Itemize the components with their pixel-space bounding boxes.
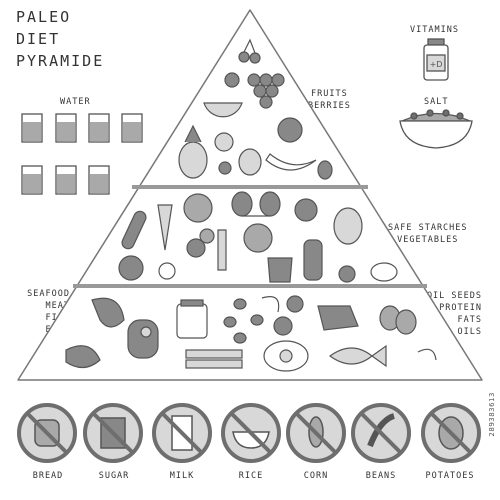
tier-label-vegetables: SAFE STARCHES VEGETABLES — [388, 222, 468, 246]
title-line-3: PYRAMIDE — [16, 52, 105, 70]
nuts-icon — [223, 298, 264, 344]
fruits-berries-icons — [178, 38, 333, 180]
forbidden-label-bread: BREAD — [32, 471, 64, 481]
stock-id: 289383613 — [488, 392, 496, 437]
banana-icon — [265, 153, 317, 171]
protein-icons — [65, 295, 437, 372]
strawberry-icon — [224, 72, 240, 88]
vitamins-bottle-icon: +D — [423, 38, 449, 81]
raspberry-icon — [218, 161, 232, 175]
water-glasses-icon — [21, 113, 143, 195]
corn-forbidden-icon — [286, 403, 346, 463]
grapes-icon — [247, 73, 285, 109]
tier-label-line: SEAFOOD — [27, 289, 70, 299]
cabbage-icon — [183, 193, 213, 223]
watermelon-icon — [203, 102, 243, 118]
apple-icon — [214, 132, 234, 152]
lettuce-icon — [333, 207, 363, 245]
cherries-icon — [238, 51, 250, 63]
strawberry-icon — [317, 160, 333, 180]
onion-icon — [294, 198, 318, 222]
jar-icon — [176, 303, 208, 339]
potatoes-forbidden-icon — [421, 403, 481, 463]
tier-label-line: OIL SEEDS — [426, 291, 482, 301]
beans-forbidden-icon — [351, 403, 411, 463]
bread-forbidden-icon — [17, 403, 77, 463]
water-label: WATER — [60, 97, 91, 107]
garlic-icon — [158, 262, 176, 280]
pineapple-icon — [178, 141, 208, 179]
radish-icon — [186, 238, 206, 258]
forbidden-label-beans: BEANS — [365, 471, 397, 481]
walnut-icon — [286, 295, 304, 313]
broccoli-icon — [243, 223, 273, 253]
tier-label-proteins: OIL SEEDS PROTEIN FATS OILS — [427, 290, 482, 338]
tier-label-line: OILS — [457, 327, 482, 337]
zucchini-icon — [121, 210, 147, 250]
ham-icon — [65, 345, 101, 369]
sugar-forbidden-icon — [83, 403, 143, 463]
prawn-icon — [417, 348, 437, 361]
vitamins-label: VITAMINS — [410, 25, 459, 35]
mushroom-icon — [199, 228, 215, 244]
leek-icon — [217, 229, 227, 271]
forbidden-label-milk: MILK — [169, 471, 195, 481]
title-line-2: DIET — [16, 30, 61, 48]
bell-pepper-icon — [267, 257, 293, 283]
blackberry-icon — [273, 316, 293, 336]
forbidden-label-rice: RICE — [238, 471, 264, 481]
tier-label-line: FATS — [457, 315, 482, 325]
svg-text:+D: +D — [430, 60, 443, 69]
chicken-leg-icon — [91, 297, 125, 328]
forbidden-foods-row — [17, 403, 481, 463]
squash-icon — [303, 239, 323, 281]
eggplant-icon — [231, 191, 253, 217]
peach-icon — [277, 117, 303, 143]
salt-bowl-icon — [399, 109, 473, 149]
forbidden-label-sugar: SUGAR — [98, 471, 130, 481]
pear-icon — [238, 148, 262, 176]
tier-label-line: PROTEIN — [439, 303, 482, 313]
forbidden-label-corn: CORN — [303, 471, 329, 481]
tier-label-line: BERRIES — [308, 101, 351, 111]
title-line-1: PALEO — [16, 8, 72, 26]
shrimp-icon — [261, 296, 280, 313]
tier-label-line: VEGETABLES — [397, 235, 459, 245]
milk-forbidden-icon — [152, 403, 212, 463]
lemon-icon — [370, 262, 398, 282]
tier-label-line: FRUITS — [311, 89, 348, 99]
chicken-drumstick-icon — [317, 305, 359, 331]
vegetables-icons — [118, 191, 398, 283]
steak-icon — [127, 319, 159, 359]
rice-forbidden-icon — [221, 403, 281, 463]
page-title: PALEO DIET PYRAMIDE — [16, 6, 104, 72]
beetroot-icon — [338, 265, 356, 283]
tomato-icon — [118, 255, 144, 281]
fish-icon — [328, 344, 387, 368]
forbidden-label-potatoes: POTATOES — [425, 471, 475, 481]
carrot-icon — [157, 204, 173, 251]
bacon-icon — [185, 349, 243, 359]
tier-label-line: MEAT — [45, 301, 70, 311]
tier-label-fruits: FRUITS BERRIES — [308, 88, 351, 112]
salt-label: SALT — [424, 97, 449, 107]
tier-label-line: SAFE STARCHES — [388, 223, 468, 233]
eggs-icon — [379, 305, 417, 335]
